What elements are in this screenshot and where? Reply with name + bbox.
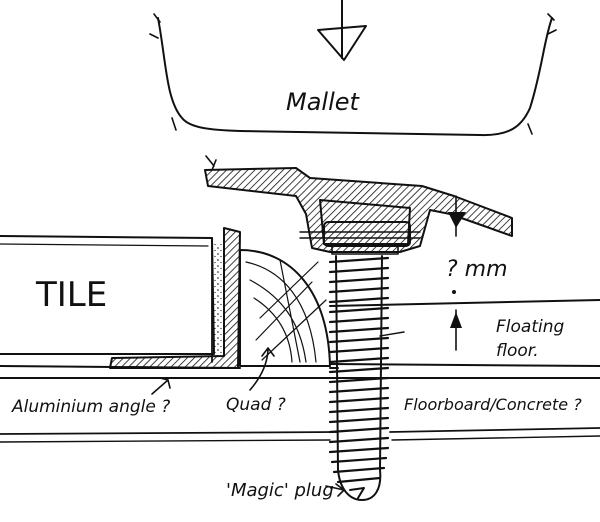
gap-label: ? mm [446, 257, 508, 282]
aluminium-angle-label: Aluminium angle ? [11, 397, 170, 417]
floating-floor-label-1: Floating [496, 317, 564, 337]
gap-dimension: ? mm [446, 195, 508, 351]
screw-cap [323, 221, 411, 255]
quad-trim [239, 249, 331, 367]
subfloor [0, 365, 600, 443]
annotations: Aluminium angle ? Quad ? Floorboard/Conc… [11, 347, 582, 501]
aluminium-angle [109, 227, 241, 369]
floorboard-label: Floorboard/Concrete ? [404, 395, 582, 414]
tile-label: TILE [35, 275, 107, 315]
tile: TILE [0, 235, 215, 355]
trim-profile [204, 155, 513, 253]
mallet-label: Mallet [286, 88, 361, 116]
screw-thread [328, 255, 390, 501]
plug-label: 'Magic' plug [226, 480, 334, 501]
floating-floor: Floating floor. [329, 299, 600, 367]
floating-floor-label-2: floor. [496, 341, 539, 361]
mallet: Mallet [149, 0, 557, 137]
quad-label: Quad ? [226, 395, 286, 415]
